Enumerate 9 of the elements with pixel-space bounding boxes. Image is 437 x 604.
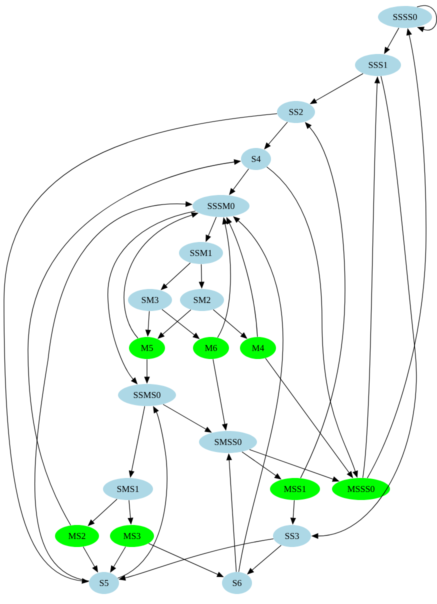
arrow bbox=[249, 449, 340, 482]
arrow bbox=[108, 210, 196, 384]
arrow bbox=[158, 309, 192, 339]
arrow bbox=[4, 113, 278, 584]
arrow bbox=[416, 5, 437, 32]
arrow bbox=[226, 217, 258, 338]
arrow bbox=[148, 543, 224, 578]
arrow bbox=[212, 309, 248, 339]
arrow bbox=[264, 122, 288, 150]
